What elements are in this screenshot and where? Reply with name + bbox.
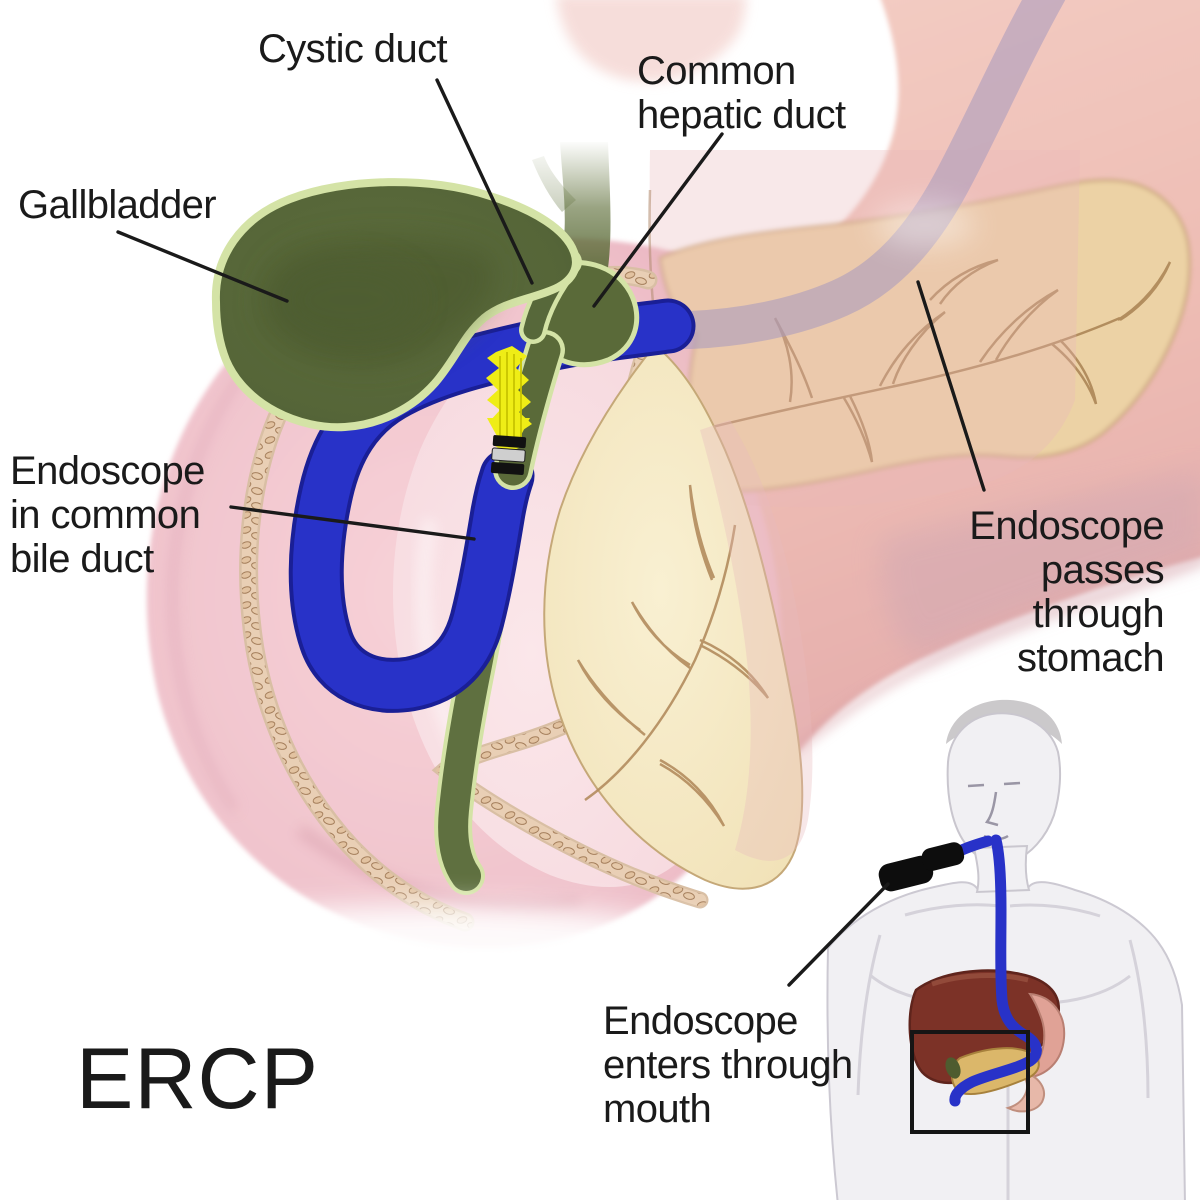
stomach-lower-shading bbox=[879, 471, 1200, 658]
pancreas-head bbox=[543, 343, 813, 890]
inset-zoom-box bbox=[910, 1030, 1030, 1134]
label-line: Common bbox=[637, 49, 796, 93]
leader-gallbladder bbox=[116, 230, 289, 303]
label-line: in common bbox=[10, 493, 201, 537]
inset-liver-highlight bbox=[931, 973, 1029, 987]
gallbladder-mottle2 bbox=[280, 260, 420, 340]
label-line: hepatic duct bbox=[637, 93, 846, 137]
catheter-bands bbox=[490, 435, 527, 476]
leader-endoscope-bile-duct bbox=[229, 505, 476, 541]
biliary-system bbox=[211, 142, 640, 490]
label-line: enters through bbox=[603, 1043, 853, 1087]
label-common-hepatic-duct: Common hepatic duct bbox=[637, 49, 846, 137]
label-line: Endoscope bbox=[603, 999, 798, 1043]
inset-duodenum bbox=[1005, 1070, 1045, 1113]
bottom-fade bbox=[0, 905, 860, 1095]
label-endoscope-stomach: Endoscope passes through stomach bbox=[820, 504, 1164, 680]
band-sheen bbox=[875, 203, 975, 247]
label-line: mouth bbox=[603, 1087, 712, 1131]
label-line: passes bbox=[1040, 548, 1165, 592]
label-line: Endoscope bbox=[969, 504, 1164, 548]
inset-gallbladder bbox=[945, 1057, 961, 1079]
label-line: bile duct bbox=[10, 537, 154, 581]
hepatic-duct-branch bbox=[532, 156, 576, 212]
label-endoscope-bile-duct: Endoscope in common bile duct bbox=[10, 449, 205, 581]
label-line: Gallbladder bbox=[18, 183, 217, 227]
label-cystic-duct: Cystic duct bbox=[258, 27, 448, 71]
inset-figure bbox=[826, 699, 1186, 1200]
stomach-cardia-tongue bbox=[556, 0, 746, 82]
leader-endoscope-mouth bbox=[787, 882, 890, 987]
label-endoscope-mouth: Endoscope enters through mouth bbox=[603, 999, 853, 1131]
lumen-inner-shade bbox=[296, 825, 581, 912]
head-duct-branches bbox=[576, 484, 770, 827]
label-line: Cystic duct bbox=[258, 27, 448, 71]
leader-lines bbox=[116, 78, 986, 987]
label-line: Endoscope bbox=[10, 449, 205, 493]
pancreas-head-shape bbox=[543, 343, 804, 890]
leader-common-hepatic-duct bbox=[592, 132, 724, 308]
leader-cystic-duct bbox=[435, 78, 534, 285]
wash-over-head bbox=[700, 420, 813, 861]
pancreas-shape bbox=[648, 150, 1191, 508]
pancreatic-duct-branches bbox=[699, 258, 1172, 463]
inset-head bbox=[946, 712, 1062, 866]
label-line: stomach bbox=[1017, 636, 1165, 680]
inset-endoscope-handle bbox=[878, 842, 965, 892]
leader-endoscope-stomach bbox=[916, 280, 986, 492]
label-gallbladder: Gallbladder bbox=[18, 183, 217, 227]
page-title: ERCP bbox=[76, 1031, 319, 1127]
label-line: through bbox=[1032, 592, 1165, 636]
contrast-streaks bbox=[499, 352, 522, 446]
stomach-wall-over-pancreas bbox=[649, 150, 1080, 508]
